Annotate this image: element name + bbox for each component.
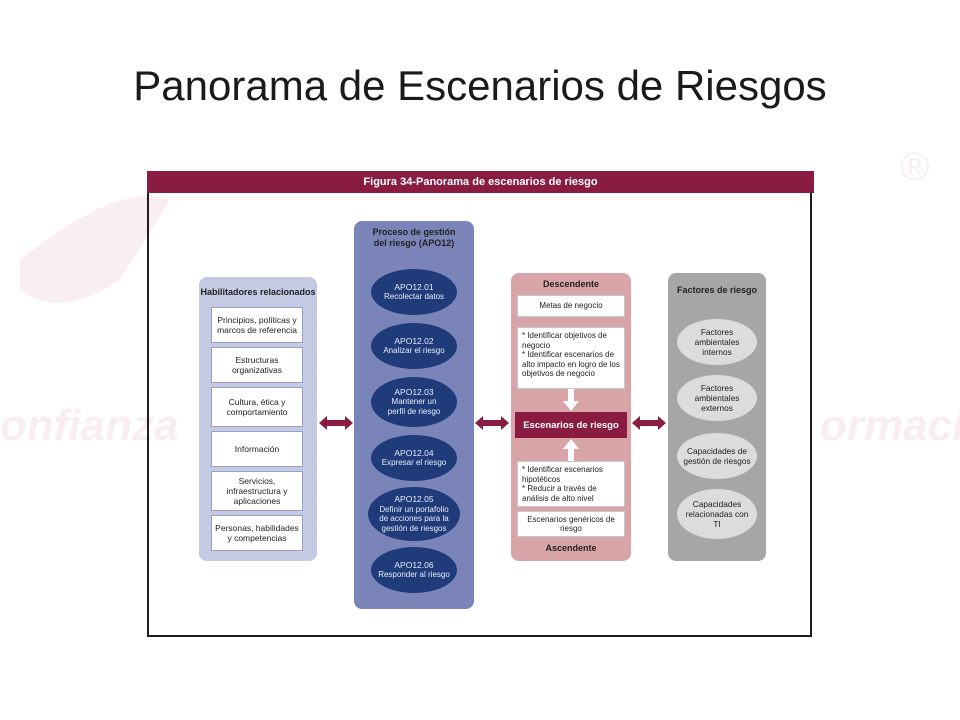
process-step: APO12.06 Responder al riesgo bbox=[371, 547, 457, 593]
top-bullet: * Identificar objetivos de negocio bbox=[522, 331, 607, 350]
process-step-code: APO12.04 bbox=[394, 447, 434, 458]
process-step-label: Analizar el riesgo bbox=[383, 346, 445, 355]
factor-item: Capacidades de gestión de riesgos bbox=[677, 433, 757, 479]
process-step-label: Mantener un perfil de riesgo bbox=[387, 397, 441, 416]
factor-item: Capacidades relacionadas con TI bbox=[677, 489, 757, 539]
scenarios-column: Descendente Metas de negocio * Identific… bbox=[511, 273, 631, 561]
process-step-label: Definir un portafolio de acciones para l… bbox=[379, 504, 449, 533]
generic-scenarios-box: Escenarios genéricos de riesgo bbox=[517, 511, 625, 537]
enabler-item: Principios, políticas y marcos de refere… bbox=[211, 307, 303, 343]
factors-column: Factores de riesgo Factores ambientales … bbox=[668, 273, 766, 561]
process-step: APO12.04 Expresar el riesgo bbox=[371, 435, 457, 481]
figure-panel: Figura 34-Panorama de escenarios de ries… bbox=[147, 171, 814, 637]
double-arrow-icon bbox=[475, 416, 509, 430]
top-bullet: * Identificar escenarios de alto impacto… bbox=[522, 350, 620, 378]
scenarios-top-label: Descendente bbox=[542, 279, 600, 289]
process-step-label: Expresar el riesgo bbox=[381, 458, 447, 467]
top-bullets-box: * Identificar objetivos de negocio * Ide… bbox=[517, 327, 625, 389]
process-step-code: APO12.03 bbox=[394, 386, 434, 397]
enablers-title: Habilitadores relacionados bbox=[200, 287, 316, 297]
enabler-item: Servicios, infraestructura y aplicacione… bbox=[211, 471, 303, 511]
process-step-code: APO12.05 bbox=[394, 494, 434, 504]
enabler-item: Personas, habilidades y competencias bbox=[211, 515, 303, 551]
process-step-label: Recolectar datos bbox=[383, 292, 445, 301]
slide-title: Panorama de Escenarios de Riesgos bbox=[133, 62, 827, 109]
process-step-code: APO12.02 bbox=[394, 335, 434, 346]
bottom-bullet: * Identificar escenarios hipotéticos bbox=[522, 465, 603, 484]
enablers-column: Habilitadores relacionados Principios, p… bbox=[199, 277, 317, 561]
scenarios-bottom-label: Ascendente bbox=[545, 543, 597, 553]
down-arrow-icon bbox=[563, 389, 579, 411]
watermark-text-right: ormació bbox=[820, 401, 960, 450]
process-step-label: Responder al riesgo bbox=[378, 570, 450, 579]
factors-title: Factores de riesgo bbox=[676, 285, 758, 295]
process-step-code: APO12.01 bbox=[394, 281, 434, 292]
process-step: APO12.05 Definir un portafolio de accion… bbox=[368, 487, 460, 541]
double-arrow-icon bbox=[632, 416, 666, 430]
enabler-item: Información bbox=[211, 431, 303, 467]
up-arrow-icon bbox=[563, 439, 579, 461]
process-step: APO12.03 Mantener un perfil de riesgo bbox=[371, 377, 457, 427]
process-column: Proceso de gestión del riesgo (APO12) AP… bbox=[354, 221, 474, 609]
connector-arrows bbox=[319, 416, 666, 430]
process-step: APO12.01 Recolectar datos bbox=[371, 269, 457, 315]
risk-scenarios-box: Escenarios de riesgo bbox=[515, 412, 627, 438]
bottom-bullets-box: * Identificar escenarios hipotéticos * R… bbox=[517, 461, 625, 507]
process-step-code: APO12.06 bbox=[394, 559, 434, 570]
factor-item: Factores ambientales externos bbox=[677, 375, 757, 421]
bottom-bullet: * Reducir a través de análisis de alto n… bbox=[522, 484, 597, 503]
watermark-registered: ® bbox=[900, 145, 929, 189]
enabler-item: Cultura, ética y comportamiento bbox=[211, 387, 303, 427]
enabler-item: Estructuras organizativas bbox=[211, 347, 303, 383]
business-goals-box: Metas de negocio bbox=[517, 295, 625, 317]
double-arrow-icon bbox=[319, 416, 353, 430]
process-step: APO12.02 Analizar el riesgo bbox=[371, 323, 457, 369]
process-title: Proceso de gestión del riesgo (APO12) bbox=[372, 227, 456, 248]
factor-item: Factores ambientales internos bbox=[677, 319, 757, 365]
figure-header: Figura 34-Panorama de escenarios de ries… bbox=[147, 171, 814, 193]
